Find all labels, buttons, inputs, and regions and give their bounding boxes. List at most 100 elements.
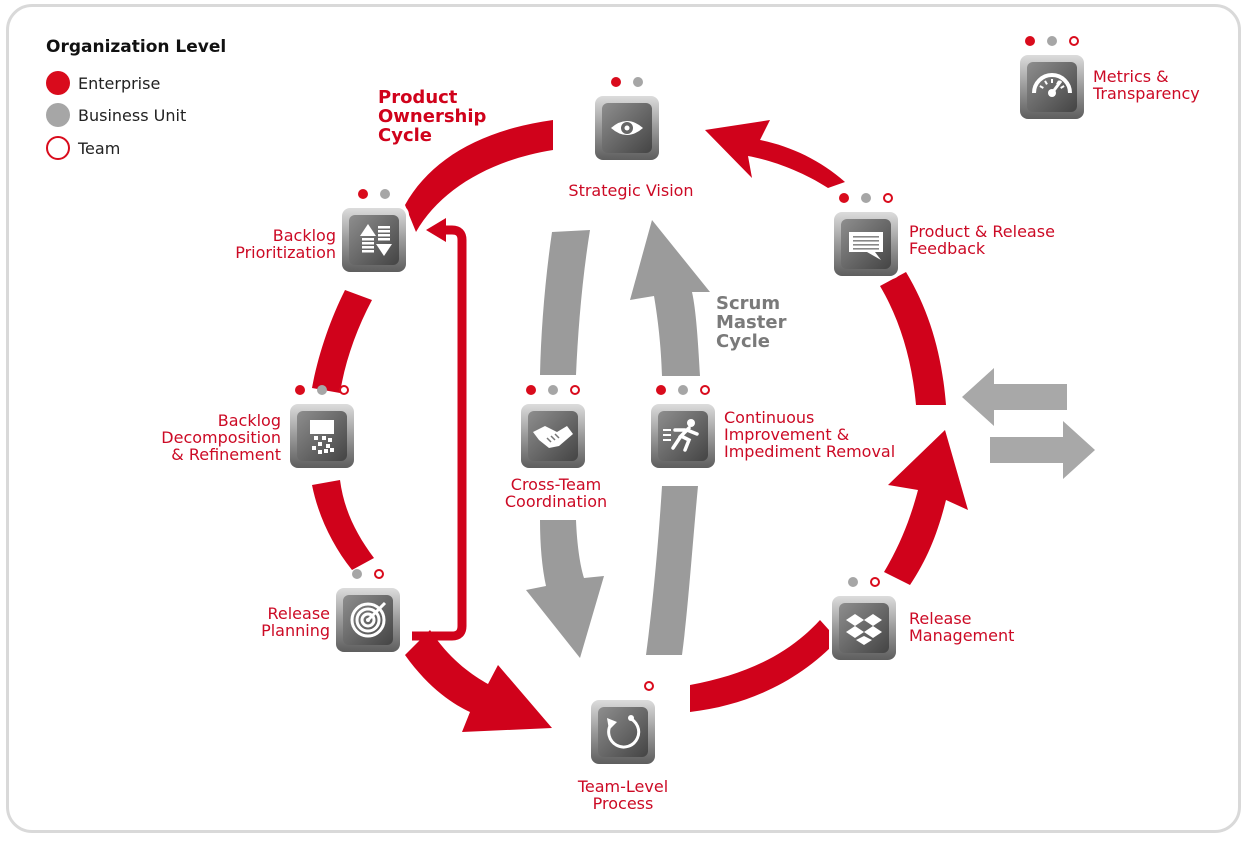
label-continuous-improvement: Continuous Improvement & Impediment Remo…: [724, 408, 896, 461]
node-product-release-feedback: [831, 209, 901, 279]
level-dots-continuous-improvement: [656, 385, 710, 395]
diagram-frame: [6, 4, 1241, 833]
business-unit-dot-icon: [548, 385, 558, 395]
inner-loop-arrowhead: [426, 218, 446, 242]
dropbox-icon: [846, 614, 882, 645]
eye-icon: [611, 121, 643, 135]
business-unit-dot-icon: [633, 77, 643, 87]
tile-face: [598, 707, 648, 757]
arc-feedback-down: [880, 272, 946, 405]
level-dots-backlog-decomposition: [295, 385, 349, 395]
legend-label: Team: [78, 138, 121, 158]
sort-arrows-icon: [360, 224, 392, 256]
arc-team-to-release-mgmt: [690, 620, 838, 712]
pixel-breakdown-icon: [310, 420, 334, 454]
label-strategic-vision: Strategic Vision: [568, 181, 694, 200]
level-dots-release-management: [848, 577, 880, 587]
label-product-release-feedback: Product & Release Feedback: [909, 222, 1055, 258]
arc-feedback-to-vision: [705, 120, 845, 188]
level-dots-backlog-prioritization: [358, 189, 390, 199]
enterprise-dot-icon: [1025, 36, 1035, 46]
label-backlog-prioritization: Backlog Prioritization: [235, 226, 336, 262]
scrum-master-cycle-arrows: [526, 220, 710, 658]
speech-bubble-icon: [849, 232, 883, 260]
gray-arrow-up-bottom: [646, 486, 698, 655]
product-ownership-cycle-arrows: [312, 120, 968, 732]
node-backlog-prioritization: [339, 205, 409, 275]
team-dot-icon: [883, 193, 893, 203]
level-dots-release-planning: [352, 569, 384, 579]
business-unit-dot-icon: [380, 189, 390, 199]
level-dots-product-release-feedback: [839, 193, 893, 203]
team-dot-icon: [339, 385, 349, 395]
business-unit-dot-icon: [317, 385, 327, 395]
arc-decomposition-to-planning: [312, 480, 374, 570]
arc-planning-to-team: [405, 630, 552, 732]
inner-feedback-loop: [412, 225, 467, 641]
business-unit-dot-icon: [861, 193, 871, 203]
label-backlog-decomposition: Backlog Decomposition & Refinement: [161, 411, 281, 464]
gray-arrow-up-top: [630, 220, 710, 376]
gray-arrow-left: [962, 368, 1067, 426]
tile-face: [1027, 62, 1077, 112]
enterprise-dot-icon: [656, 385, 666, 395]
legend-label: Business Unit: [78, 105, 187, 125]
label-team-level-process: Team-Level Process: [577, 777, 669, 813]
label-release-management: Release Management: [909, 609, 1015, 645]
enterprise-dot-icon: [526, 385, 536, 395]
legend-item-team: Team: [46, 136, 120, 160]
node-backlog-decomposition: [287, 401, 357, 471]
level-dots-metrics-transparency: [1025, 36, 1079, 46]
node-release-planning: [333, 585, 403, 655]
scrum-master-cycle-title: Scrum Master Cycle: [716, 293, 787, 352]
team-dot-icon: [700, 385, 710, 395]
business-unit-dot-icon: [46, 103, 70, 127]
business-unit-dot-icon: [678, 385, 688, 395]
arc-release-mgmt-to-center: [884, 430, 968, 585]
team-dot-icon: [644, 681, 654, 691]
business-unit-dot-icon: [848, 577, 858, 587]
gray-arrow-right: [990, 421, 1095, 479]
business-unit-dot-icon: [352, 569, 362, 579]
arc-prioritization-to-decomposition: [312, 290, 372, 393]
team-dot-icon: [46, 136, 70, 160]
enterprise-dot-icon: [46, 71, 70, 95]
cycle-icon: [607, 715, 641, 749]
level-dots-strategic-vision: [611, 77, 643, 87]
node-continuous-improvement: [648, 401, 718, 471]
enterprise-dot-icon: [839, 193, 849, 203]
enterprise-dot-icon: [611, 77, 621, 87]
legend-item-business-unit: Business Unit: [46, 103, 186, 127]
node-metrics-transparency: [1017, 52, 1087, 122]
tile-face: [839, 603, 889, 653]
runner-icon: [663, 419, 699, 452]
team-dot-icon: [570, 385, 580, 395]
label-cross-team-coordination: Cross-Team Coordination: [504, 475, 608, 511]
team-dot-icon: [870, 577, 880, 587]
team-dot-icon: [374, 569, 384, 579]
legend-title: Organization Level: [46, 37, 227, 57]
label-metrics-transparency: Metrics & Transparency: [1093, 67, 1200, 103]
node-team-level-process: [588, 697, 658, 767]
external-exchange-arrows: [962, 368, 1095, 479]
gauge-icon: [1032, 73, 1072, 97]
gray-arrow-down-top: [540, 230, 590, 375]
product-ownership-cycle-title: Product Ownership Cycle: [378, 87, 487, 146]
node-cross-team-coordination: [518, 401, 588, 471]
node-release-management: [829, 593, 899, 663]
target-icon: [350, 601, 387, 638]
business-unit-dot-icon: [1047, 36, 1057, 46]
gray-arrow-down-bottom: [526, 520, 604, 658]
handshake-icon: [533, 426, 573, 448]
node-strategic-vision: [592, 93, 662, 163]
enterprise-dot-icon: [295, 385, 305, 395]
enterprise-dot-icon: [358, 189, 368, 199]
legend-label: Enterprise: [78, 73, 161, 93]
level-dots-team-level-process: [644, 681, 654, 691]
team-dot-icon: [1069, 36, 1079, 46]
arc-vision-to-prioritization: [405, 120, 553, 232]
level-dots-cross-team-coordination: [526, 385, 580, 395]
label-release-planning: Release Planning: [261, 604, 330, 640]
legend-item-enterprise: Enterprise: [46, 71, 160, 95]
